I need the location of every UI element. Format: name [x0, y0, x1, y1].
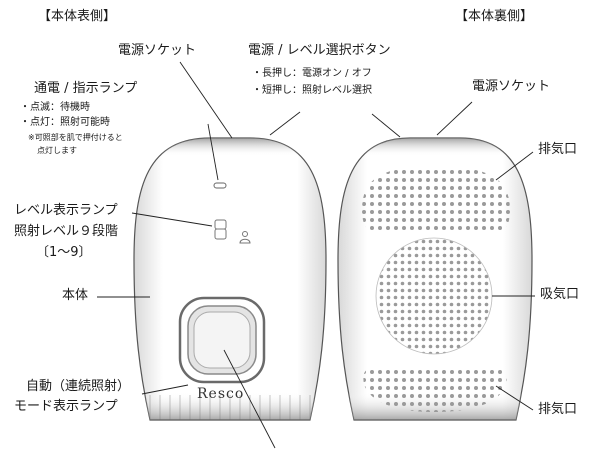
exhaust-bottom-label: 排気口 — [538, 402, 578, 417]
irradiation-window — [193, 311, 251, 369]
exhaust-vent-top — [362, 166, 510, 232]
auto-mode-line-2: モード表示ランプ — [14, 399, 118, 414]
level-display — [214, 219, 251, 244]
power-level-button-title: 電源 / レベル選択ボタン — [248, 43, 391, 58]
level-lamp-sub-2: 〔1～9〕 — [36, 245, 92, 260]
body-label: 本体 — [62, 288, 89, 303]
power-level-button-line-1: ・長押し：電源オン / オフ — [252, 68, 372, 79]
brand-logo: Resco — [197, 386, 245, 402]
power-indicator-lamp — [213, 182, 227, 189]
power-lamp-note-1: ※可照部を肌で押付けると — [28, 133, 123, 142]
power-lamp-line-1: ・点滅：待機時 — [20, 102, 90, 113]
level-lamp-sub-1: 照射レベル９段階 — [14, 224, 119, 239]
front-device — [133, 137, 327, 421]
back-device — [337, 137, 533, 421]
power-level-button-line-2: ・短押し：照射レベル選択 — [252, 85, 372, 96]
front-power-socket-label: 電源ソケット — [118, 43, 197, 58]
back-section-title: 【本体裏側】 — [455, 9, 534, 24]
auto-mode-ring — [178, 296, 266, 384]
exhaust-vent-bottom — [363, 368, 507, 412]
back-power-socket-label: 電源ソケット — [472, 79, 551, 94]
auto-mode-line-1: 自動（連続照射） — [26, 379, 131, 394]
power-lamp-title: 通電 / 指示ランプ — [34, 81, 138, 96]
power-lamp-note-2: 点灯します — [37, 146, 77, 155]
intake-vent — [375, 237, 493, 355]
front-section-title: 【本体表側】 — [38, 9, 117, 24]
exhaust-top-label: 排気口 — [538, 142, 578, 157]
level-lamp-title: レベル表示ランプ — [14, 203, 118, 218]
leader-lines — [97, 61, 535, 449]
power-lamp-line-2: ・点灯：照射可能時 — [20, 117, 110, 128]
intake-label: 吸気口 — [540, 287, 580, 302]
